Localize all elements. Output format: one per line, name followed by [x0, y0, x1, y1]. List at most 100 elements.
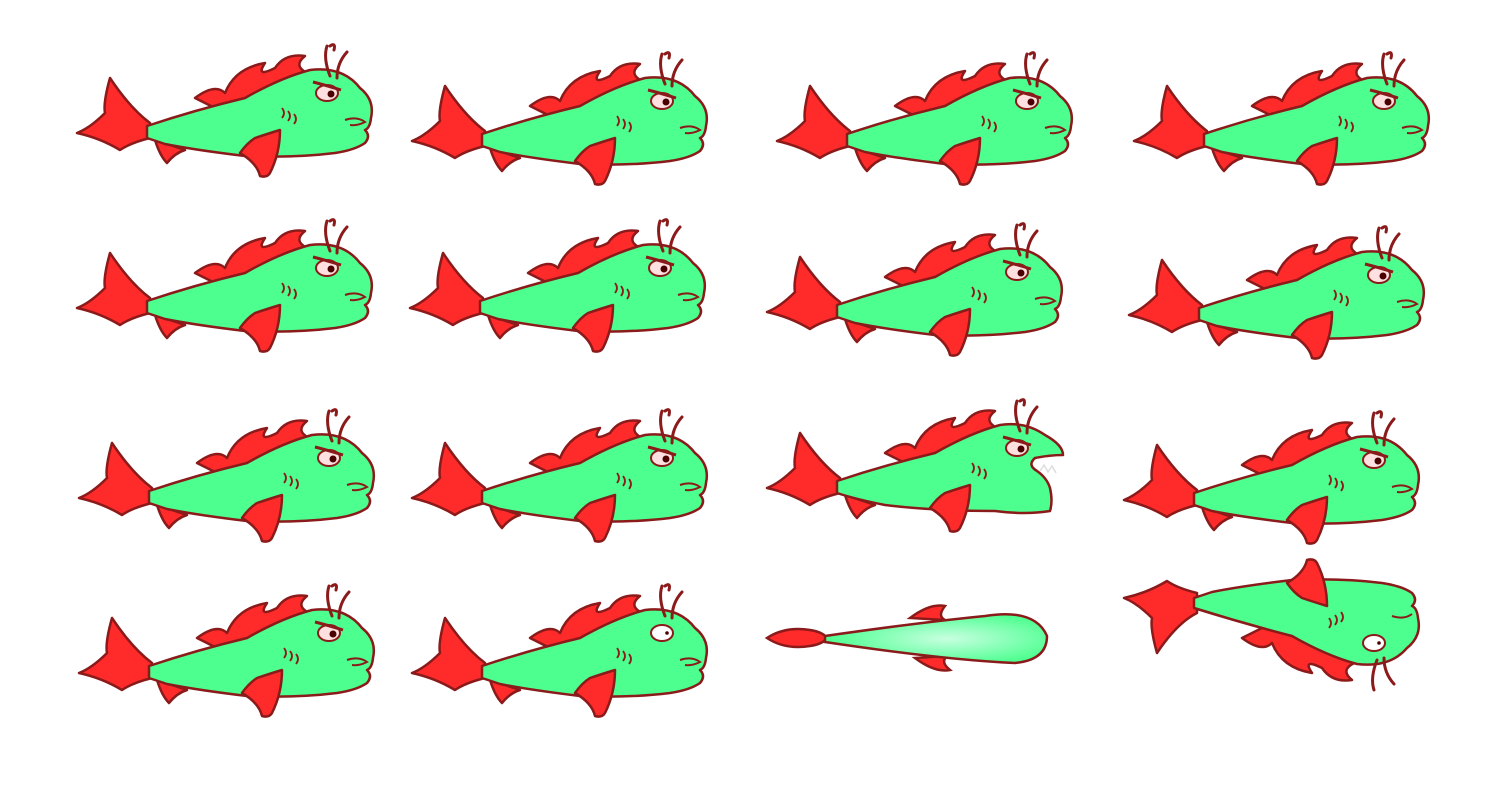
anal-fin [153, 138, 187, 165]
mouth [346, 482, 369, 492]
gill-lines [1338, 115, 1354, 133]
tail-fin [410, 441, 487, 517]
anal-fin [486, 313, 520, 340]
mouth [346, 657, 369, 667]
horn-icon [657, 218, 682, 255]
tail-fin [75, 251, 152, 327]
pupil [327, 90, 335, 98]
gill-lines [616, 472, 632, 490]
pectoral-fin [928, 483, 972, 533]
gill-lines [281, 107, 297, 125]
eye [650, 624, 674, 642]
pupil [1374, 457, 1382, 465]
anal-fin [155, 678, 189, 705]
sprite-frame-r2-c2 [408, 218, 707, 353]
pectoral-fin [238, 128, 282, 178]
sprite-frame-r4-c1 [77, 583, 376, 718]
mouth [677, 292, 700, 302]
horn-icon [659, 408, 684, 445]
mouth [1034, 296, 1057, 306]
mouth [1401, 125, 1424, 135]
mouth [1396, 299, 1419, 309]
fish-body [823, 612, 1049, 665]
teeth [1036, 456, 1062, 469]
tail-fin [775, 84, 852, 160]
sprite-frame-r3-c1 [77, 408, 376, 543]
pupil [329, 630, 337, 638]
pupil [329, 455, 337, 463]
tail-fin [408, 251, 485, 327]
sprite-frame-r1-c2 [410, 51, 709, 186]
sprite-frame-r2-c1 [75, 218, 374, 353]
mouth [1391, 484, 1414, 494]
tail-fin [410, 616, 487, 692]
horn-icon [1381, 51, 1406, 88]
horn-icon [1014, 222, 1039, 259]
top-fin [906, 604, 948, 622]
pectoral-fin [1285, 495, 1329, 545]
pectoral-fin [1285, 558, 1329, 608]
sprite-frame-r4-c4 [1122, 558, 1421, 692]
tail-fin [77, 441, 154, 517]
gill-lines [971, 286, 987, 304]
gill-lines [1328, 611, 1344, 629]
pectoral-fin [1290, 310, 1334, 360]
tail-fin [75, 76, 152, 152]
pectoral-fin [238, 303, 282, 353]
gill-lines [616, 115, 632, 133]
mouth [679, 657, 702, 667]
horn-icon [1014, 398, 1039, 435]
horn-icon [1024, 51, 1049, 88]
mouth [344, 292, 367, 302]
anal-fin [1210, 146, 1244, 173]
tail-fin [1122, 579, 1199, 655]
eyebrow [1364, 262, 1394, 274]
horn-icon [659, 51, 684, 88]
sprite-frame-r4-c3 [764, 604, 1049, 672]
sprite-frame-r1-c1 [75, 43, 374, 178]
lower-teeth [1039, 463, 1057, 474]
mouth [344, 117, 367, 127]
pectoral-fin [928, 307, 972, 357]
eyebrow [1002, 435, 1032, 447]
pupil [665, 631, 669, 635]
gill-lines [616, 647, 632, 665]
sprite-frame-r4-c2 [410, 583, 709, 718]
pectoral-fin [573, 668, 617, 718]
anal-fin [488, 503, 522, 530]
eyebrow [1012, 88, 1042, 100]
tail-fin [1132, 84, 1209, 160]
horn-icon [326, 408, 351, 445]
sprite-frame-r3-c2 [410, 408, 709, 543]
pectoral-fin [938, 136, 982, 186]
pupil [1017, 269, 1025, 277]
pupil [662, 455, 670, 463]
anal-fin [155, 503, 189, 530]
sprite-frame-r1-c3 [775, 51, 1074, 186]
mouth [1044, 125, 1067, 135]
pectoral-fin [571, 303, 615, 353]
gill-lines [283, 472, 299, 490]
pectoral-fin [240, 668, 284, 718]
eyebrow [645, 255, 675, 267]
sprite-frame-r3-c3 [765, 398, 1065, 533]
eyebrow [314, 445, 344, 457]
horn-icon [1371, 656, 1396, 692]
gill-lines [614, 282, 630, 300]
mouth [1391, 613, 1413, 619]
horn-icon [1376, 225, 1401, 262]
horn-icon [659, 583, 684, 620]
horn-icon [326, 583, 351, 620]
eye [1362, 634, 1386, 652]
gill-lines [283, 647, 299, 665]
pupil [1027, 98, 1035, 106]
gill-lines [981, 115, 997, 133]
horn-icon [1371, 410, 1396, 447]
gill-lines [971, 462, 987, 480]
anal-fin [153, 313, 187, 340]
pupil [1377, 641, 1381, 645]
sprite-frame-r1-c4 [1132, 51, 1431, 186]
anal-fin [488, 146, 522, 173]
sprite-frame-r2-c4 [1127, 225, 1426, 360]
